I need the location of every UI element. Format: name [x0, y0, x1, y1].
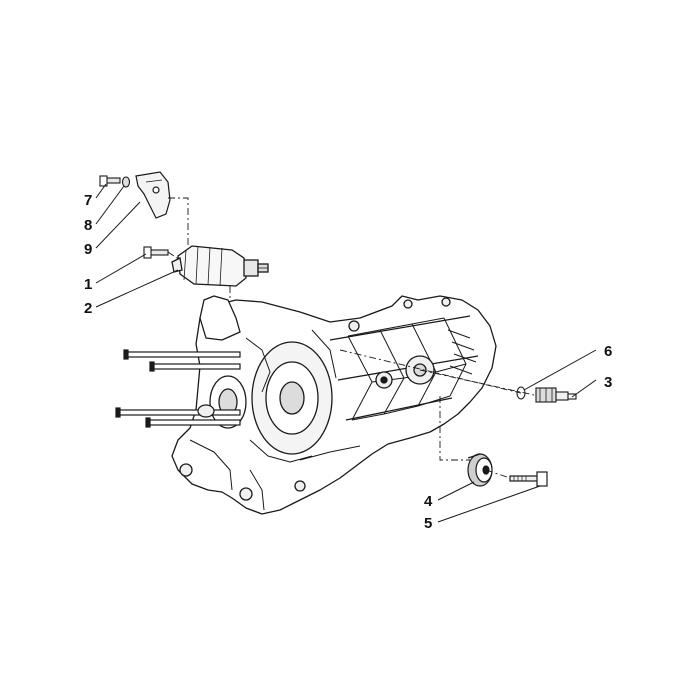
callout-9: 9	[84, 241, 92, 258]
callout-8: 8	[84, 217, 92, 234]
callout-6: 6	[604, 343, 612, 360]
screw-and-washer	[99, 175, 131, 188]
roller-and-bolt	[467, 453, 548, 487]
cylinder-studs	[115, 349, 241, 428]
callout-7: 7	[84, 192, 92, 209]
callout-labels: 7 8 9 1 2 6 3 4 5	[84, 192, 612, 532]
callout-1: 1	[84, 276, 92, 293]
callout-5: 5	[424, 515, 432, 532]
callout-2: 2	[84, 300, 92, 317]
callout-3: 3	[604, 374, 612, 391]
assembly-lines	[167, 197, 535, 479]
bracket	[135, 171, 171, 219]
leader-lines	[95, 183, 597, 523]
callout-4: 4	[424, 493, 433, 510]
starter-motor	[171, 245, 269, 287]
sensor-and-washer	[516, 386, 577, 403]
